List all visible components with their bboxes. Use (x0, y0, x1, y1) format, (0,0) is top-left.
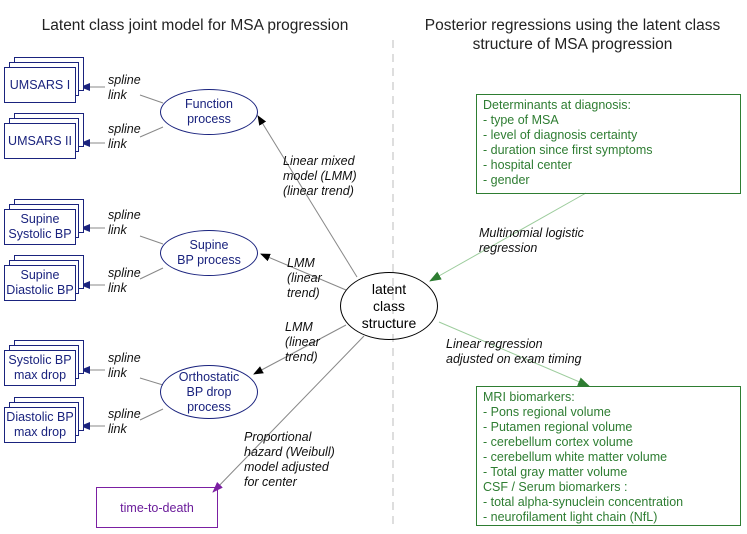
csf-biomarkers-title: CSF / Serum biomarkers : (483, 480, 628, 494)
orthostatic-bp-drop-process-node: Orthostatic BP drop process (160, 365, 258, 419)
biomarker-item: - neurofilament light chain (NfL) (483, 510, 658, 524)
marker-label: Systolic BP (8, 227, 72, 241)
left-heading: Latent class joint model for MSA progres… (41, 17, 349, 34)
marker-supine-diastolic: Supine Diastolic BP (4, 255, 84, 301)
multinomial-regression-label: Multinomial logistic regression (479, 226, 584, 255)
marker-umsars-2: UMSARS II (4, 113, 84, 159)
survival-model-label: Proportional hazard (Weibull) model adju… (244, 430, 335, 489)
right-heading: Posterior regressions using the latent c… (400, 16, 745, 54)
biomarkers-box: MRI biomarkers: - Pons regional volume -… (476, 386, 741, 526)
lmm-supine-label: LMM (linear trend) (287, 256, 322, 300)
marker-label: Systolic BP (8, 353, 72, 367)
mri-biomarkers-title: MRI biomarkers: (483, 390, 575, 404)
marker-label: Diastolic BP (6, 283, 74, 297)
lmm-orthostatic-label: LMM (linear trend) (285, 320, 320, 364)
time-to-death-label: time-to-death (120, 500, 194, 515)
marker-systolic-drop: Systolic BP max drop (4, 340, 84, 386)
determinants-box: Determinants at diagnosis: - type of MSA… (476, 94, 741, 194)
determinant-item: - gender (483, 173, 530, 187)
marker-label: Supine (20, 268, 60, 282)
latent-class-structure-node: latent class structure (340, 272, 438, 340)
biomarker-item: - total alpha-synuclein concentration (483, 495, 684, 509)
biomarker-item: - cerebellum white matter volume (483, 450, 668, 464)
marker-label: UMSARS I (9, 77, 71, 92)
supine-bp-process-node: Supine BP process (160, 230, 258, 276)
marker-label: Supine (20, 212, 60, 226)
biomarker-item: - cerebellum cortex volume (483, 435, 634, 449)
marker-label: Diastolic BP (6, 410, 74, 424)
marker-supine-systolic: Supine Systolic BP (4, 199, 84, 245)
marker-diastolic-drop: Diastolic BP max drop (4, 397, 84, 443)
determinant-item: - level of diagnosis certainty (483, 128, 638, 142)
linear-regression-label: Linear regression adjusted on exam timin… (446, 337, 582, 366)
determinant-item: - type of MSA (483, 113, 559, 127)
marker-umsars-1: UMSARS I (4, 57, 84, 103)
function-process-node: Function process (160, 89, 258, 135)
right-heading-line1: Posterior regressions using the latent c… (424, 17, 721, 34)
lmm-full-label: Linear mixed model (LMM) (linear trend) (283, 154, 357, 198)
determinants-title: Determinants at diagnosis: (483, 98, 631, 112)
biomarker-item: - Total gray matter volume (483, 465, 628, 479)
time-to-death-box: time-to-death (96, 487, 218, 528)
marker-label: UMSARS II (8, 133, 72, 148)
biomarker-item: - Putamen regional volume (483, 420, 633, 434)
determinant-item: - hospital center (483, 158, 572, 172)
marker-label: max drop (13, 368, 67, 382)
right-heading-line2: structure of MSA progression (472, 36, 673, 53)
biomarker-item: - Pons regional volume (483, 405, 611, 419)
marker-label: max drop (13, 425, 67, 439)
determinant-item: - duration since first symptoms (483, 143, 653, 157)
